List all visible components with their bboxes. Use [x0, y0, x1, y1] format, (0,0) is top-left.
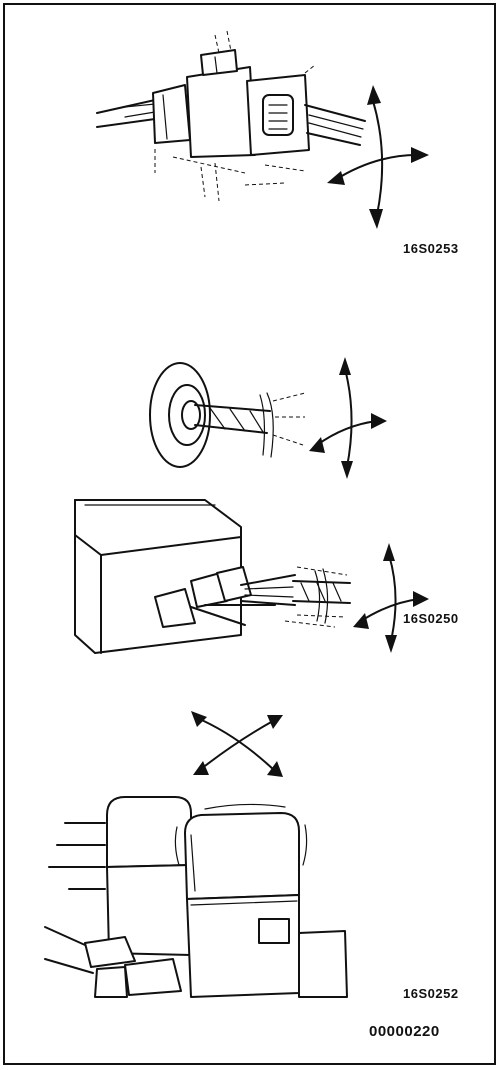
page-code: 00000220 [369, 1023, 440, 1040]
figure-grommet-ecu: 16S0250 [5, 305, 498, 655]
connector-illustration [96, 30, 429, 229]
figure-code: 16S0253 [403, 241, 459, 256]
ecu-box-drawing [74, 499, 351, 654]
figure-connector: 16S0253 [5, 5, 498, 285]
figure-relay: 16S0252 [5, 705, 498, 1005]
bidirectional-cross-arrow-icon [309, 357, 387, 479]
relay-illustration [44, 711, 348, 998]
illustration-frame: 16S0253 [3, 3, 496, 1065]
figure-code: 16S0250 [403, 611, 459, 626]
bidirectional-cross-arrow-icon [191, 711, 283, 777]
grommet-drawing [149, 362, 306, 468]
grommet-ecu-illustration [74, 357, 429, 654]
bidirectional-cross-arrow-icon [353, 543, 429, 653]
figure-code: 16S0252 [403, 986, 459, 1001]
bidirectional-cross-arrow-icon [327, 85, 429, 229]
